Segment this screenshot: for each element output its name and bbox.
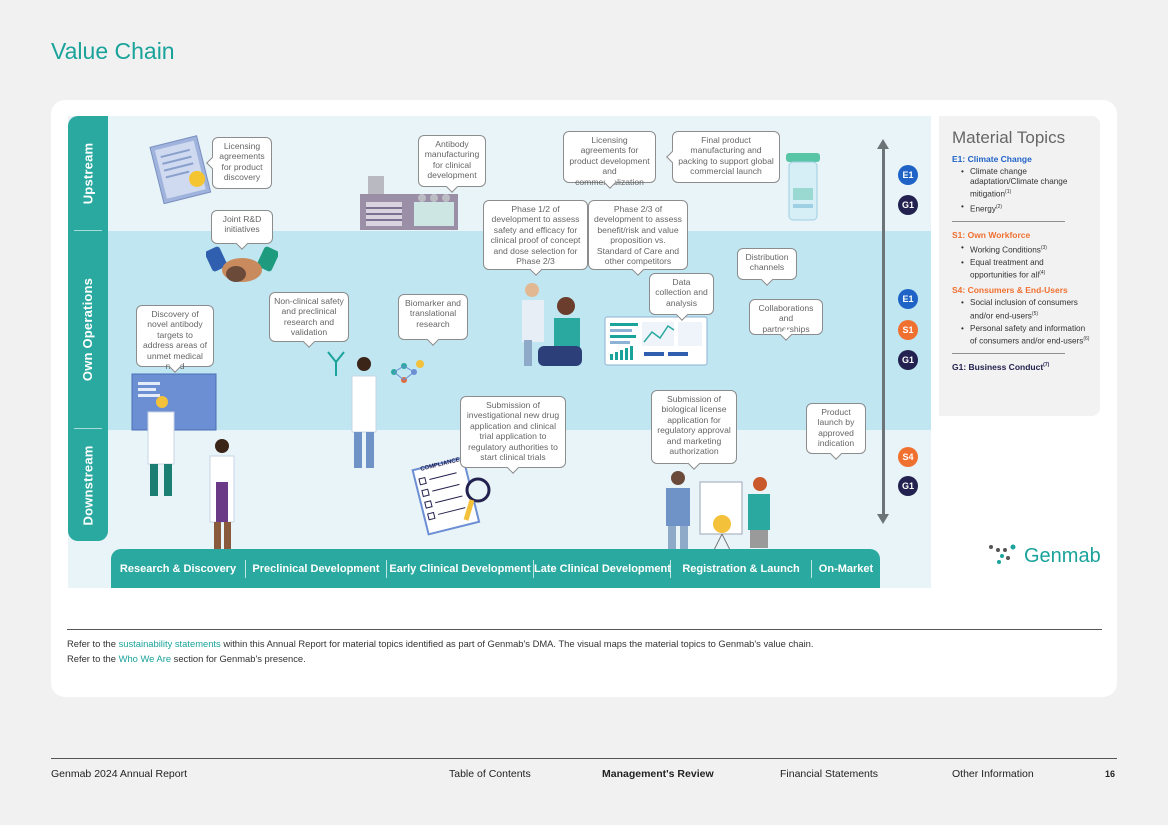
bubble-bla-submission: Submission of biological license applica… [651, 390, 737, 464]
badge-upstream-e1: E1 [898, 165, 918, 185]
topic-item: Personal safety and information of consu… [961, 324, 1090, 347]
stage-divider [811, 559, 812, 578]
bubble-discovery: Discovery of novel antibody targets to a… [136, 305, 214, 371]
topic-item: Energy(2) [961, 202, 1090, 215]
bubble-joint-rd: Joint R&D initiatives [211, 210, 273, 244]
material-topics-panel: Material Topics E1: Climate Change Clima… [939, 116, 1100, 416]
stage-preclinical: Preclinical Development [252, 562, 380, 575]
footer-managements-review-link[interactable]: Management's Review [602, 768, 714, 780]
badge-downstream-s4: S4 [898, 447, 918, 467]
value-chain-rail: Upstream Own Operations Downstream [68, 116, 108, 541]
badge-own-e1: E1 [898, 289, 918, 309]
document-certificate-icon [149, 135, 212, 204]
topic-item: Social inclusion of consumers and/or end… [961, 298, 1090, 321]
stage-late-clinical: Late Clinical Development [534, 562, 671, 575]
bubble-phase-1-2: Phase 1/2 of development to assess safet… [483, 200, 588, 270]
arrow-line [882, 148, 885, 515]
scientist-molecule-icon [327, 351, 424, 468]
rail-downstream: Downstream [68, 429, 108, 541]
footnote-divider [67, 629, 1102, 630]
stage-on-market: On-Market [818, 562, 874, 575]
bubble-licensing-development: Licensing agreements for product develop… [563, 131, 656, 187]
footnote-line-2: Refer to the Who We Are section for Genm… [67, 653, 306, 664]
bubble-final-product: Final product manufacturing and packing … [672, 131, 780, 183]
bubble-nonclinical: Non-clinical safety and preclinical rese… [269, 292, 349, 342]
stage-research-discovery: Research & Discovery [119, 562, 237, 575]
genmab-logo-icon [989, 544, 1016, 564]
manufacturing-facility-icon [360, 176, 458, 230]
badge-own-s1: S1 [898, 320, 918, 340]
badge-upstream-g1: G1 [898, 195, 918, 215]
genmab-logo-text: Genmab [1024, 545, 1101, 567]
bubble-antibody-manufacturing: Antibody manufacturing for clinical deve… [418, 135, 486, 187]
bubble-product-launch: Product launch by approved indication [806, 403, 866, 454]
rail-divider [74, 230, 102, 231]
rail-own-operations-label: Own Operations [80, 277, 96, 382]
topic-item: Equal treatment and opportunities for al… [961, 258, 1090, 281]
bubble-distribution-channels: Distribution channels [737, 248, 797, 280]
who-we-are-link[interactable]: Who We Are [118, 653, 172, 664]
footer-divider [51, 758, 1117, 759]
bubble-ind-submission: Submission of investigational new drug a… [460, 396, 566, 468]
nurse-patient-icon [522, 283, 582, 366]
footer-financial-statements-link[interactable]: Financial Statements [780, 768, 879, 780]
topics-divider [952, 221, 1065, 223]
rail-upstream-label: Upstream [80, 142, 96, 205]
topic-s4-heading: S4: Consumers & End-Users [952, 285, 1068, 296]
presentation-people-icon [666, 471, 770, 550]
footer-table-of-contents-link[interactable]: Table of Contents [449, 768, 531, 780]
stage-divider [386, 559, 387, 578]
stage-registration-launch: Registration & Launch [682, 562, 800, 575]
topic-e1-heading: E1: Climate Change [952, 154, 1032, 164]
stage-early-clinical: Early Clinical Development [389, 562, 531, 575]
topic-item: Climate change adaptation/Climate change… [961, 167, 1090, 200]
rail-upstream: Upstream [68, 116, 108, 231]
badge-downstream-g1: G1 [898, 476, 918, 496]
topic-e1-list: Climate change adaptation/Climate change… [961, 167, 1090, 215]
page-number: 16 [1105, 769, 1116, 779]
handshake-icon [206, 246, 278, 282]
sustainability-statements-link[interactable]: sustainability statements [118, 638, 221, 649]
arrow-up-icon [877, 139, 889, 149]
topic-s4-list: Social inclusion of consumers and/or end… [961, 298, 1090, 346]
topic-g1-heading: G1: Business Conduct(7) [952, 361, 1050, 372]
footer-other-information-link[interactable]: Other Information [952, 768, 1034, 780]
material-topics-title: Material Topics [952, 128, 1066, 147]
bubble-collaborations: Collaborations and partnerships [749, 299, 823, 335]
rail-own-operations: Own Operations [68, 231, 108, 428]
rail-downstream-label: Downstream [80, 444, 96, 526]
topic-item: Working Conditions(3) [961, 243, 1090, 256]
page-title: Value Chain [51, 38, 175, 64]
footnote-line-1: Refer to the sustainability statements w… [67, 638, 814, 649]
topics-divider [952, 352, 1065, 354]
compliance-checklist-icon [411, 456, 491, 536]
rail-divider [74, 428, 102, 429]
data-dashboard-icon [604, 316, 708, 366]
stage-bar: Research & Discovery Preclinical Develop… [111, 549, 880, 588]
bubble-data-collection: Data collection and analysis [649, 273, 714, 315]
footer-report-title: Genmab 2024 Annual Report [51, 768, 188, 780]
arrow-down-icon [877, 514, 889, 524]
topic-s1-heading: S1: Own Workforce [952, 230, 1031, 241]
vial-icon [786, 153, 820, 221]
badge-own-g1: G1 [898, 350, 918, 370]
genmab-logo: Genmab [988, 544, 1101, 568]
stage-divider [245, 559, 246, 578]
bubble-licensing-discovery: Licensing agreements for product discove… [212, 137, 272, 189]
stage-divider [670, 559, 671, 578]
bubble-phase-2-3: Phase 2/3 of development to assess benef… [588, 200, 688, 270]
topic-s1-list: Working Conditions(3) Equal treatment an… [961, 243, 1090, 281]
stage-divider [533, 559, 534, 578]
lab-screen-scientist-icon [131, 373, 235, 550]
bubble-biomarker: Biomarker and translational research [398, 294, 468, 340]
